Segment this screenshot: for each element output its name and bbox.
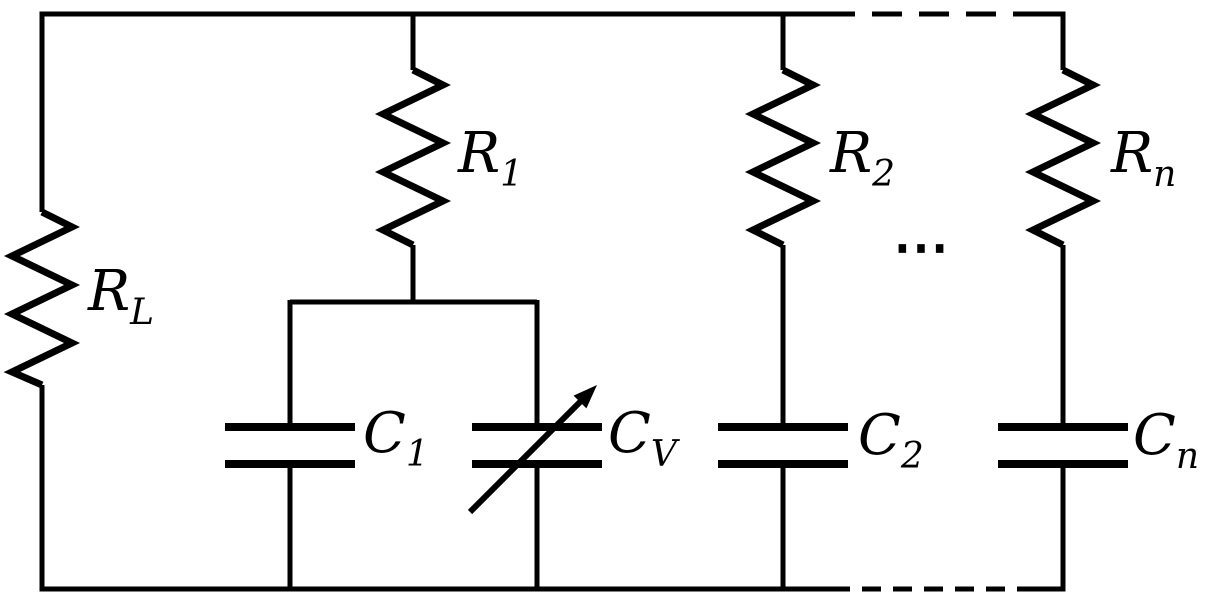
label-capacitor-n: Cn <box>1133 403 1199 477</box>
resistor-1-symbol <box>374 66 452 249</box>
label-resistor-2: R2 <box>829 121 895 195</box>
label-load-resistor: RL <box>87 259 154 333</box>
variable-capacitor-arrow <box>467 397 585 515</box>
wire-bottom-left <box>39 385 850 592</box>
resistor-n-symbol <box>1024 66 1102 249</box>
wire-top-left <box>39 11 855 212</box>
label-resistor-n: Rn <box>1110 121 1176 195</box>
label-capacitor-2: C2 <box>858 403 924 477</box>
resistor-2-symbol <box>744 66 822 249</box>
wire-bottom-right-corner <box>1030 468 1066 592</box>
load-resistor-symbol <box>3 208 81 389</box>
label-variable-capacitor: CV <box>608 401 681 475</box>
variable-capacitor-arrowhead-icon <box>573 385 597 409</box>
label-capacitor-1: C1 <box>363 401 429 475</box>
ellipsis-more-branches: ⋯ <box>893 214 949 280</box>
label-resistor-1: R1 <box>457 121 523 195</box>
wire-top-right-corner <box>1015 11 1066 70</box>
